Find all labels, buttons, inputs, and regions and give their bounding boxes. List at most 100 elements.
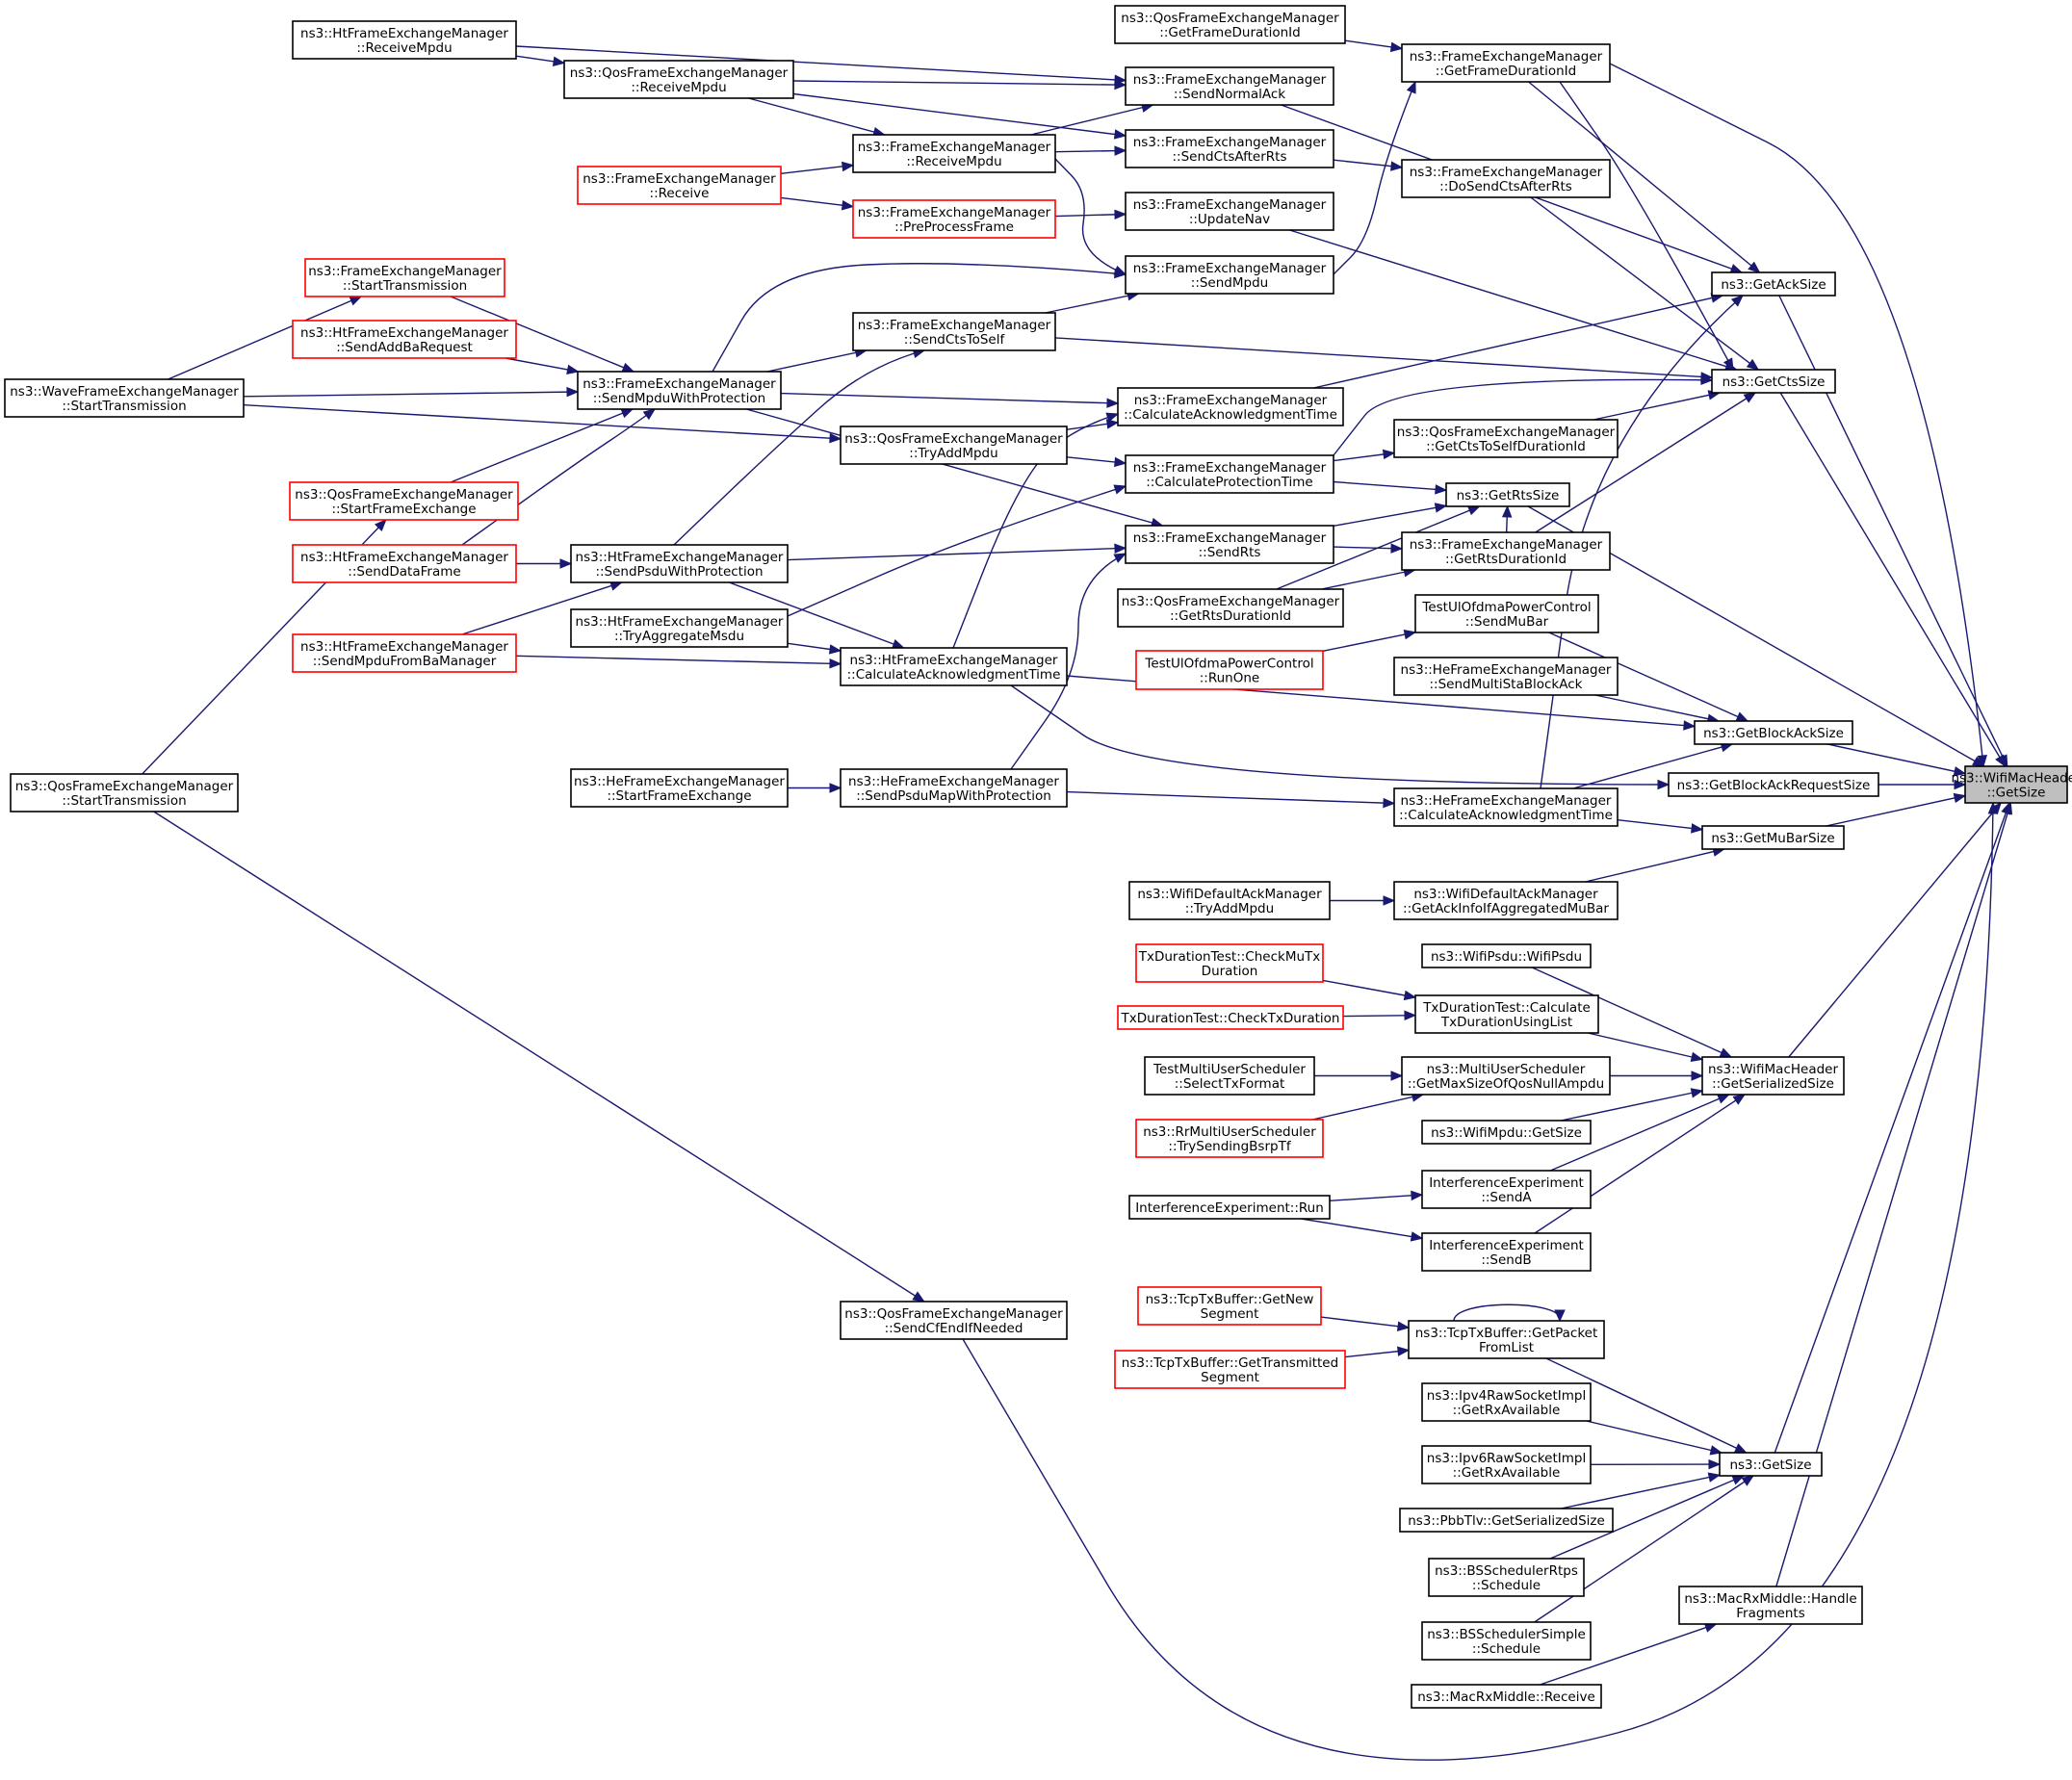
graph-node-wifipsdu-wifipsdu[interactable]: ns3::WifiPsdu::WifiPsdu bbox=[1421, 943, 1592, 968]
node-label-line: ::GetRxAvailable bbox=[1453, 1465, 1561, 1481]
graph-node-testul-sendmubar[interactable]: TestUlOfdmaPowerControl::SendMuBar bbox=[1414, 594, 1599, 633]
graph-node-fem-getrtsdurationid[interactable]: ns3::FrameExchangeManager::GetRtsDuratio… bbox=[1401, 531, 1611, 571]
graph-node-qosfem-getframedurationid[interactable]: ns3::QosFrameExchangeManager::GetFrameDu… bbox=[1114, 5, 1346, 44]
graph-node-fem-getframedurationid[interactable]: ns3::FrameExchangeManager::GetFrameDurat… bbox=[1401, 43, 1611, 83]
graph-node-qosfem-starttransmission[interactable]: ns3::QosFrameExchangeManager::StartTrans… bbox=[10, 773, 239, 813]
graph-node-hefem-startframeexchange[interactable]: ns3::HeFrameExchangeManager::StartFrameE… bbox=[570, 768, 789, 808]
edge-line bbox=[961, 802, 1994, 1761]
graph-node-txdurationtest-checktxduration[interactable]: TxDurationTest::CheckTxDuration bbox=[1117, 1005, 1344, 1030]
node-box bbox=[1421, 1120, 1592, 1145]
graph-node-htfem-sendaddbarequest[interactable]: ns3::HtFrameExchangeManager::SendAddBaRe… bbox=[292, 320, 517, 359]
graph-node-hefem-sendmultistablockack[interactable]: ns3::HeFrameExchangeManager::SendMultiSt… bbox=[1393, 657, 1619, 696]
arrowhead-icon bbox=[375, 519, 387, 531]
call-edge-fem_sendctstoself-to-fem_sendmpdu bbox=[1045, 291, 1140, 314]
graph-node-fem-docendctsafterrts[interactable]: ns3::FrameExchangeManager::DoSendCtsAfte… bbox=[1401, 159, 1611, 198]
graph-node-fem-receivempdu[interactable]: ns3::FrameExchangeManager::ReceiveMpdu bbox=[852, 134, 1056, 173]
graph-node-qosfem-getctstoselfdurationid[interactable]: ns3::QosFrameExchangeManager::GetCtsToSe… bbox=[1393, 419, 1619, 458]
node-box bbox=[1114, 5, 1346, 44]
arrowhead-icon bbox=[1977, 755, 1987, 768]
edge-line bbox=[711, 263, 1127, 373]
node-label-line: ::StartTransmission bbox=[62, 793, 186, 809]
graph-node-bsschedulersimple-schedule[interactable]: ns3::BSSchedulerSimple::Schedule bbox=[1421, 1621, 1592, 1661]
graph-node-wavefem-starttransmission[interactable]: ns3::WaveFrameExchangeManager::StartTran… bbox=[4, 378, 245, 418]
node-label-line: ::SendNormalAck bbox=[1174, 87, 1285, 102]
graph-node-wifimacheader-getserializedsize[interactable]: ns3::WifiMacHeader::GetSerializedSize bbox=[1701, 1056, 1845, 1096]
graph-node-getrtssize[interactable]: ns3::GetRtsSize bbox=[1445, 482, 1570, 507]
call-edge-htfem_calculateacknowledgmenttime-to-fem_calculateacknowledgmenttime bbox=[952, 412, 1120, 649]
graph-node-ipv6raw-getrxavailable[interactable]: ns3::Ipv6RawSocketImpl::GetRxAvailable bbox=[1421, 1445, 1592, 1484]
graph-node-mus-getmaxsizeofqosnullampdu[interactable]: ns3::MultiUserScheduler::GetMaxSizeOfQos… bbox=[1401, 1056, 1611, 1096]
graph-node-fem-sendmpduwithprotection[interactable]: ns3::FrameExchangeManager::SendMpduWithP… bbox=[577, 371, 782, 410]
graph-node-qosfem-sendcfendifneeded[interactable]: ns3::QosFrameExchangeManager::SendCfEndI… bbox=[840, 1301, 1068, 1340]
node-box bbox=[1701, 1056, 1845, 1096]
node-label-line: Segment bbox=[1201, 1370, 1259, 1385]
graph-node-wdam-tryaddmpdu[interactable]: ns3::WifiDefaultAckManager::TryAddMpdu bbox=[1128, 881, 1331, 920]
graph-node-htfem-receivempdu[interactable]: ns3::HtFrameExchangeManager::ReceiveMpdu bbox=[292, 20, 517, 60]
graph-node-htfem-tryaggregatemsdu[interactable]: ns3::HtFrameExchangeManager::TryAggregat… bbox=[570, 608, 789, 648]
node-label-line: ::Schedule bbox=[1472, 1641, 1541, 1657]
node-label-line: ns3::GetRtsSize bbox=[1457, 488, 1560, 503]
graph-node-getblockackrequestsize[interactable]: ns3::GetBlockAckRequestSize bbox=[1668, 772, 1879, 797]
graph-node-fem-sendctsafterrts[interactable]: ns3::FrameExchangeManager::SendCtsAfterR… bbox=[1125, 129, 1334, 168]
node-box bbox=[1401, 1056, 1611, 1096]
graph-node-qosfem-startframeexchange[interactable]: ns3::QosFrameExchangeManager::StartFrame… bbox=[289, 481, 519, 521]
graph-node-rrmus-trysendingbsrptf[interactable]: ns3::RrMultiUserScheduler::TrySendingBsr… bbox=[1135, 1119, 1324, 1158]
graph-node-ie-sendb[interactable]: InterferenceExperiment::SendB bbox=[1421, 1232, 1592, 1272]
arrowhead-icon bbox=[1953, 766, 1967, 777]
graph-node-bsschedulerrtps-schedule[interactable]: ns3::BSSchedulerRtps::Schedule bbox=[1428, 1558, 1585, 1597]
node-box bbox=[1125, 454, 1334, 494]
node-box bbox=[1445, 482, 1570, 507]
arrowhead-icon bbox=[1657, 779, 1671, 790]
graph-node-htfem-sendmpdufrombamanager[interactable]: ns3::HtFrameExchangeManager::SendMpduFro… bbox=[292, 633, 517, 673]
graph-node-ie-senda[interactable]: InterferenceExperiment::SendA bbox=[1421, 1170, 1592, 1209]
graph-node-fem-calculateacknowledgmenttime[interactable]: ns3::FrameExchangeManager::CalculateAckn… bbox=[1117, 387, 1344, 426]
call-edge-fem_docendctsafterrts-to-getctssize bbox=[1530, 196, 1760, 371]
graph-node-htfem-senddataframe[interactable]: ns3::HtFrameExchangeManager::SendDataFra… bbox=[292, 544, 517, 583]
graph-node-txdurationtest-calculate[interactable]: TxDurationTest::CalculateTxDurationUsing… bbox=[1414, 994, 1599, 1034]
graph-node-wdam-getackinfoifaggregatedmubar[interactable]: ns3::WifiDefaultAckManager::GetAckInfoIf… bbox=[1393, 881, 1619, 920]
graph-node-qosfem-tryaddmpdu[interactable]: ns3::QosFrameExchangeManager::TryAddMpdu bbox=[840, 426, 1068, 465]
arrowhead-icon bbox=[1389, 41, 1404, 53]
edge-line bbox=[461, 581, 622, 635]
graph-node-getblockacksize[interactable]: ns3::GetBlockAckSize bbox=[1694, 720, 1853, 745]
graph-node-fem-updatenav[interactable]: ns3::FrameExchangeManager::UpdateNav bbox=[1125, 192, 1334, 231]
graph-node-fem-sendctstoself[interactable]: ns3::FrameExchangeManager::SendCtsToSelf bbox=[852, 312, 1056, 351]
graph-node-testmus-selecttxformat[interactable]: TestMultiUserScheduler::SelectTxFormat bbox=[1144, 1056, 1315, 1096]
graph-node-fem-calculateprotectiontime[interactable]: ns3::FrameExchangeManager::CalculateProt… bbox=[1125, 454, 1334, 494]
graph-node-htfem-calculateacknowledgmenttime[interactable]: ns3::HtFrameExchangeManager::CalculateAc… bbox=[840, 647, 1068, 686]
node-label-line: ::SendPsduWithProtection bbox=[595, 564, 763, 580]
nodes-layer: ns3::WifiMacHeader::GetSize ns3::GetAckSi… bbox=[4, 5, 2072, 1709]
graph-node-fem-starttransmission[interactable]: ns3::FrameExchangeManager::StartTransmis… bbox=[304, 258, 505, 297]
graph-node-fem-preprocessframe[interactable]: ns3::FrameExchangeManager::PreProcessFra… bbox=[852, 199, 1056, 239]
graph-node-qosfem-getrtsdurationid[interactable]: ns3::QosFrameExchangeManager::GetRtsDura… bbox=[1117, 588, 1344, 628]
graph-node-macrxmiddle-receive[interactable]: ns3::MacRxMiddle::Receive bbox=[1411, 1684, 1602, 1709]
call-edge-testul_sendmubar-to-getblockacksize bbox=[1548, 632, 1749, 722]
graph-node-htfem-sendpsduwithprotection[interactable]: ns3::HtFrameExchangeManager::SendPsduWit… bbox=[570, 544, 789, 583]
graph-node-ie-run[interactable]: InterferenceExperiment::Run bbox=[1128, 1195, 1331, 1220]
graph-node-getacksize[interactable]: ns3::GetAckSize bbox=[1711, 271, 1836, 297]
graph-node-fem-sendrts[interactable]: ns3::FrameExchangeManager::SendRts bbox=[1125, 525, 1334, 564]
graph-node-testul-runone[interactable]: TestUlOfdmaPowerControl::RunOne bbox=[1135, 650, 1324, 690]
arrowhead-icon bbox=[1390, 161, 1404, 171]
graph-node-ipv4raw-getrxavailable[interactable]: ns3::Ipv4RawSocketImpl::GetRxAvailable bbox=[1421, 1382, 1592, 1422]
graph-node-hefem-sendpsdumapwithprotection[interactable]: ns3::HeFrameExchangeManager::SendPsduMap… bbox=[840, 768, 1068, 808]
node-label-line: ::GetSize bbox=[1987, 786, 2046, 801]
graph-node-wifimpdu-getsize[interactable]: ns3::WifiMpdu::GetSize bbox=[1421, 1120, 1592, 1145]
graph-node-getctssize[interactable]: ns3::GetCtsSize bbox=[1711, 369, 1836, 394]
node-label-line: ::GetRtsDurationId bbox=[1445, 552, 1567, 567]
graph-node-qosfem-receivempdu[interactable]: ns3::QosFrameExchangeManager::ReceiveMpd… bbox=[563, 60, 794, 99]
graph-node-fem-sendmpdu[interactable]: ns3::FrameExchangeManager::SendMpdu bbox=[1125, 255, 1334, 295]
graph-node-fem-sendnormalack[interactable]: ns3::FrameExchangeManager::SendNormalAck bbox=[1125, 66, 1334, 106]
call-edge-wavefem_starttransmission-to-fem_starttransmission bbox=[168, 296, 363, 380]
graph-node-hefem-calculateacknowledgmenttime[interactable]: ns3::HeFrameExchangeManager::CalculateAc… bbox=[1393, 787, 1619, 827]
graph-node-fem-receive[interactable]: ns3::FrameExchangeManager::Receive bbox=[577, 166, 782, 205]
graph-node-wifimacheader-getsize[interactable]: ns3::WifiMacHeader::GetSize bbox=[1951, 765, 2072, 804]
graph-node-getmubarsize[interactable]: ns3::GetMuBarSize bbox=[1701, 825, 1845, 850]
graph-node-pbbtlv-getserializedsize[interactable]: ns3::PbbTlv::GetSerializedSize bbox=[1399, 1508, 1614, 1533]
graph-node-getsize[interactable]: ns3::GetSize bbox=[1719, 1452, 1823, 1477]
